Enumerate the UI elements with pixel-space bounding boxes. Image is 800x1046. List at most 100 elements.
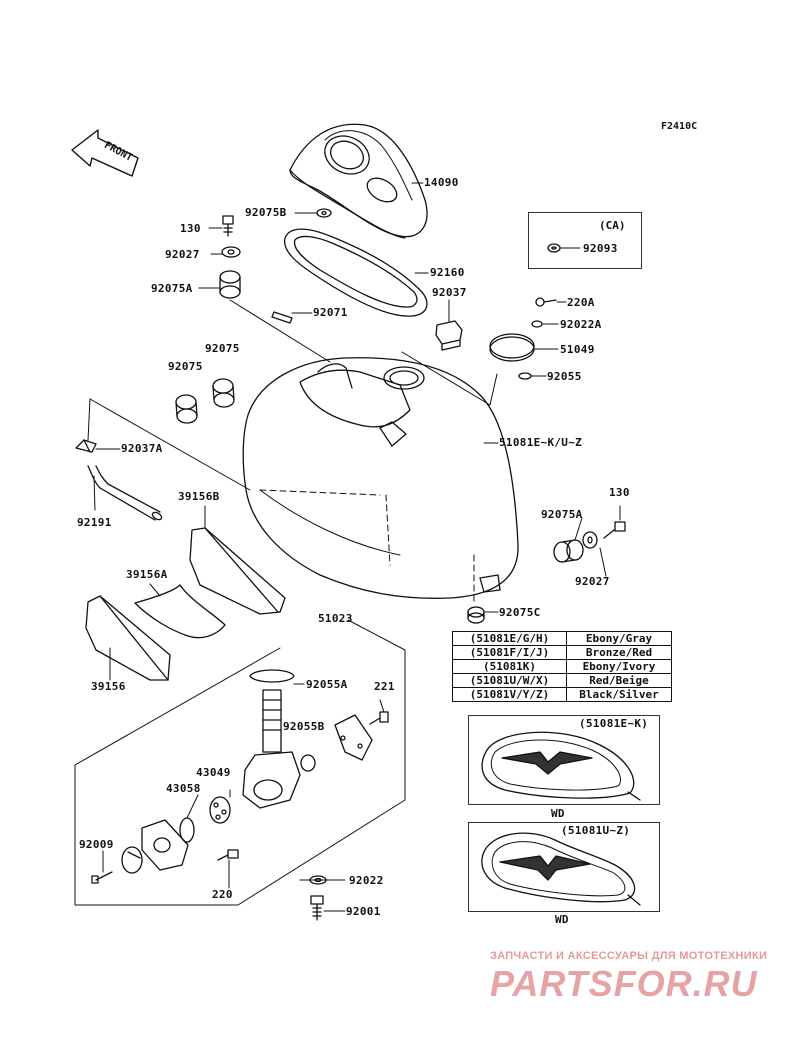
table-cell-code: (51081F/I/J) <box>452 645 567 660</box>
gasket-43049 <box>209 796 231 824</box>
cap-51049 <box>489 333 535 362</box>
side-cover-39156A <box>134 584 226 639</box>
knob <box>121 846 143 874</box>
table-cell-code: (51081V/Y/Z) <box>452 687 567 702</box>
ca-region-box: (CA) 92093 <box>528 212 642 269</box>
label-92191: 92191 <box>77 516 112 529</box>
key-220A <box>535 297 557 307</box>
label-130-top: 130 <box>180 222 201 235</box>
label-92022A: 92022A <box>560 318 602 331</box>
variant-box-2: (51081U~Z) <box>468 822 660 912</box>
bolt-130-right <box>603 521 626 539</box>
label-92022: 92022 <box>349 874 384 887</box>
label-92055: 92055 <box>547 370 582 383</box>
side-cover-39156B <box>189 527 286 615</box>
label-92071: 92071 <box>313 306 348 319</box>
label-92055B: 92055B <box>283 720 325 733</box>
label-39156B: 39156B <box>178 490 220 503</box>
pin-92071 <box>271 311 293 324</box>
leader-lines <box>87 182 621 912</box>
damper-92075A-top <box>219 270 241 299</box>
nut-92022A <box>531 320 543 328</box>
label-92075-right: 92075 <box>205 342 240 355</box>
label-92075C: 92075C <box>499 606 541 619</box>
label-92075B: 92075B <box>245 206 287 219</box>
watermark-tagline: ЗАПЧАСТИ И АКСЕССУАРЫ ДЛЯ МОТОТЕХНИКИ <box>490 950 768 962</box>
oring-92055 <box>518 372 532 380</box>
label-14090: 14090 <box>424 176 459 189</box>
part-92093 <box>547 243 581 253</box>
table-row: (51081E/G/H) Ebony/Gray <box>452 631 672 646</box>
table-row: (51081K) Ebony/Ivory <box>452 659 672 674</box>
label-92001: 92001 <box>346 905 381 918</box>
screw-92009 <box>91 871 113 884</box>
label-51049: 51049 <box>560 343 595 356</box>
table-cell-code: (51081E/G/H) <box>452 631 567 646</box>
table-row: (51081U/W/X) Red/Beige <box>452 673 672 688</box>
label-92037: 92037 <box>432 286 467 299</box>
bolt-220 <box>217 849 239 861</box>
watermark-brand-logo: PARTSFOR.RU <box>490 963 758 1004</box>
label-220A: 220A <box>567 296 595 309</box>
label-130-right: 130 <box>609 486 630 499</box>
color-variant-table: (51081E/G/H) Ebony/Gray (51081F/I/J) Bro… <box>452 631 672 702</box>
cover-plate <box>334 714 373 761</box>
hose-92191 <box>87 465 163 521</box>
label-92075A-right: 92075A <box>541 508 583 521</box>
label-92027-top: 92027 <box>165 248 200 261</box>
bolt-130-top <box>222 215 234 237</box>
table-cell-color: Ebony/Gray <box>566 631 672 646</box>
variant-label-2: (51081U~Z) <box>561 824 631 837</box>
figure-code: F2410C <box>661 121 698 132</box>
meter-cover-14090 <box>289 123 428 239</box>
table-cell-color: Red/Beige <box>566 673 672 688</box>
svg-text:FRONT: FRONT <box>102 140 134 164</box>
label-221: 221 <box>374 680 395 693</box>
table-cell-code: (51081U/W/X) <box>452 673 567 688</box>
label-92093: 92093 <box>583 242 618 255</box>
clip-92037 <box>435 320 463 351</box>
damper-92075-right <box>212 378 235 408</box>
bolt-92001 <box>310 895 324 921</box>
oring-92055A <box>249 669 295 683</box>
side-cover-39156 <box>85 595 171 681</box>
variant-box-1: (51081E~K) <box>468 715 660 805</box>
damper-92075C <box>467 606 485 624</box>
label-92075-left: 92075 <box>168 360 203 373</box>
label-92055A: 92055A <box>306 678 348 691</box>
tank-variant-illustration-1 <box>481 731 641 801</box>
label-92027-right: 92027 <box>575 575 610 588</box>
label-39156A: 39156A <box>126 568 168 581</box>
front-arrow-icon: FRONT <box>71 129 139 177</box>
label-39156: 39156 <box>91 680 126 693</box>
damper-92075-left <box>175 394 198 424</box>
label-92160: 92160 <box>430 266 465 279</box>
gasket-92160 <box>283 228 428 317</box>
oring-92055B <box>300 754 316 772</box>
table-row: (51081V/Y/Z) Black/Silver <box>452 687 672 702</box>
label-92037A: 92037A <box>121 442 163 455</box>
table-cell-color: Ebony/Ivory <box>566 659 672 674</box>
label-43049: 43049 <box>196 766 231 779</box>
label-43058: 43058 <box>166 782 201 795</box>
variant-label-1: (51081E~K) <box>579 717 649 730</box>
table-row: (51081F/I/J) Bronze/Red <box>452 645 672 660</box>
petcock-51023 <box>242 689 301 809</box>
table-cell-color: Black/Silver <box>566 687 672 702</box>
label-51081: 51081E~K/U~Z <box>499 436 583 449</box>
label-220: 220 <box>212 888 233 901</box>
bolt-221 <box>369 711 389 725</box>
ca-title: (CA) <box>599 219 626 232</box>
fuel-tank-51081 <box>242 357 519 606</box>
variant-caption-2: WD <box>555 913 569 926</box>
washer-92075B <box>316 208 332 218</box>
lever-plate <box>141 819 189 871</box>
washer-92027-top <box>221 246 241 258</box>
label-92009: 92009 <box>79 838 114 851</box>
petcock-assembly-outline-51023 <box>74 619 406 906</box>
clip-92037A <box>75 439 97 453</box>
tank-variant-illustration-2 <box>481 832 641 906</box>
damper-92075A-right <box>553 539 584 563</box>
